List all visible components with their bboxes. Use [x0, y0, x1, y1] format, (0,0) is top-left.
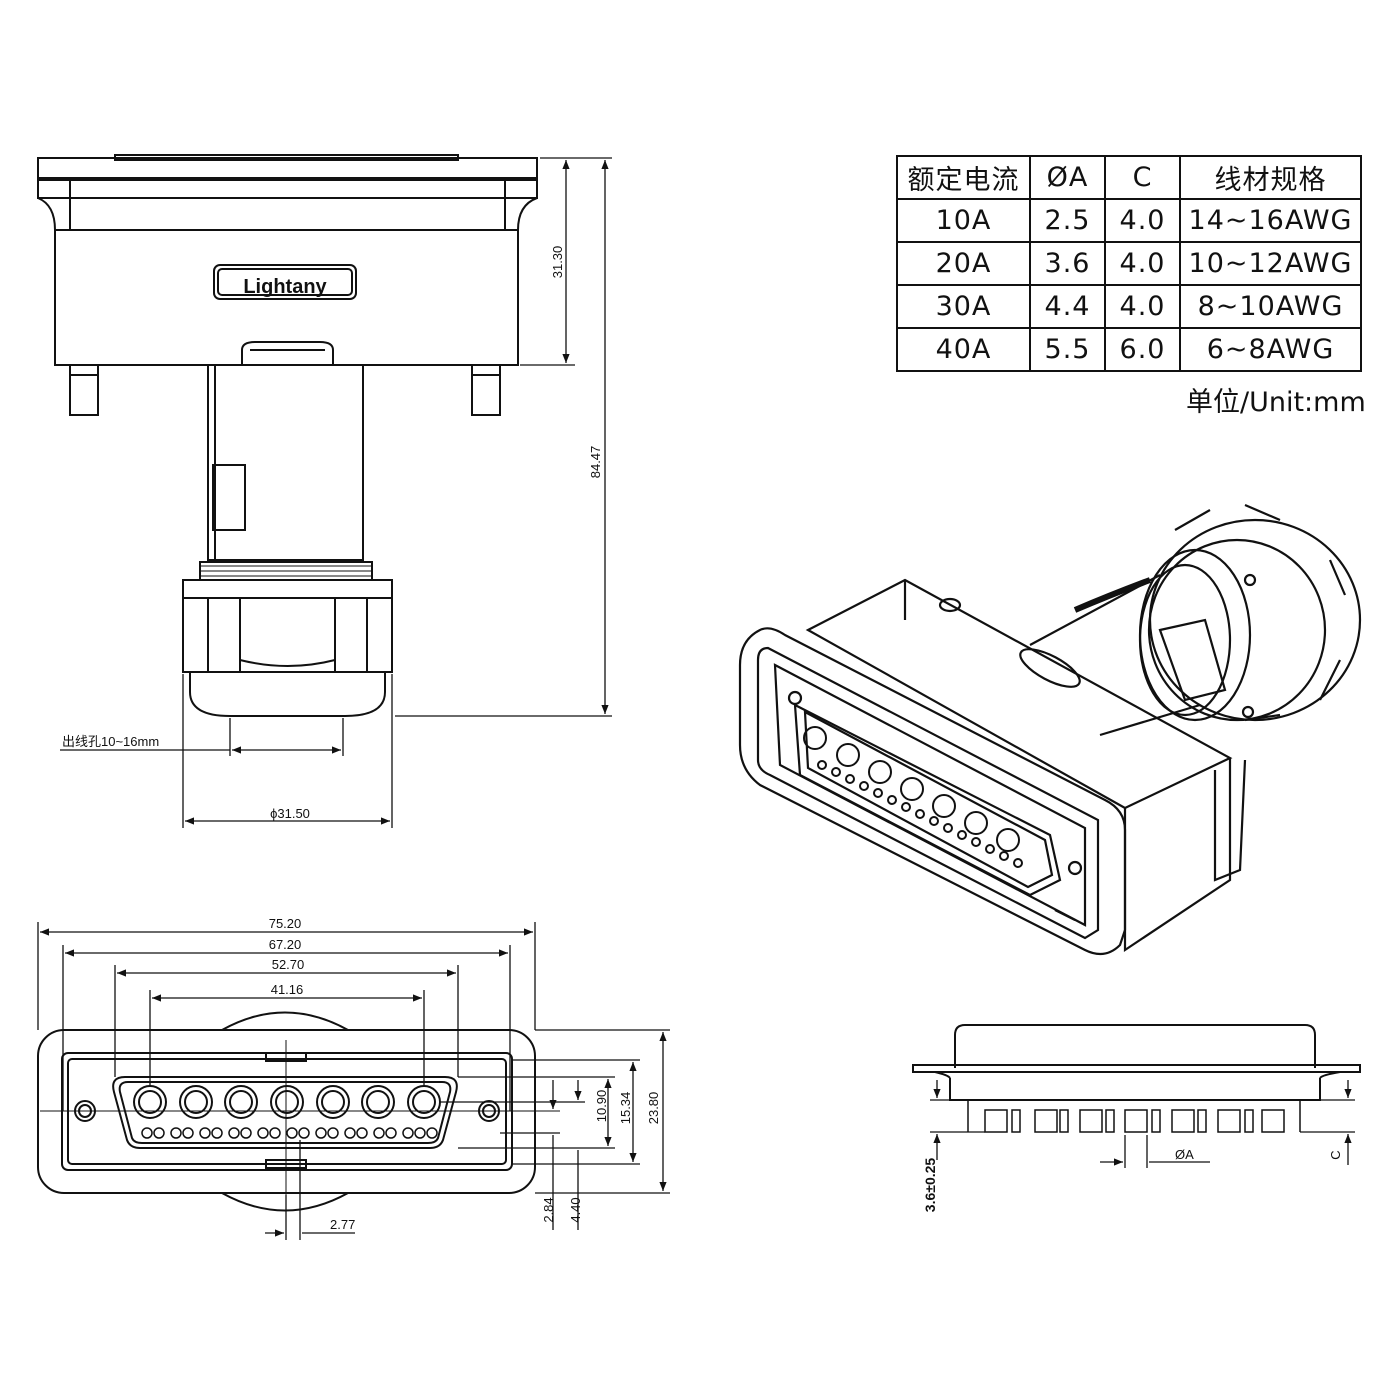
spec-cell: 6~8AWG	[1179, 327, 1362, 372]
spec-cell: 2.5	[1029, 198, 1106, 243]
spec-header-diameter: ØA	[1029, 155, 1106, 200]
dim-total-height: 84.47	[588, 446, 603, 479]
front-view-dimensions	[37, 922, 670, 1240]
dim-nut-diameter: ϕ31.50	[270, 806, 310, 821]
dim-offset-4-40: 4.40	[568, 1197, 583, 1222]
spec-cell: 4.0	[1104, 284, 1181, 329]
table-row: 10A 2.5 4.0 14~16AWG	[896, 198, 1362, 243]
spec-cell: 8~10AWG	[1179, 284, 1362, 329]
dim-c-label: C	[1328, 1150, 1343, 1159]
dim-height-10-90: 10.90	[594, 1090, 609, 1123]
isometric-contacts	[803, 726, 1023, 868]
dim-mount-hole-spacing: 67.20	[269, 937, 302, 952]
spec-cell: 5.5	[1029, 327, 1106, 372]
spec-cell: 10~12AWG	[1179, 241, 1362, 286]
table-row: 20A 3.6 4.0 10~12AWG	[896, 241, 1362, 286]
spec-table: 额定电流 ØA C 线材规格 10A 2.5 4.0 14~16AWG 20A …	[896, 155, 1362, 372]
spec-cell: 20A	[896, 241, 1031, 286]
table-row: 40A 5.5 6.0 6~8AWG	[896, 327, 1362, 372]
dim-shell-width: 52.70	[272, 957, 305, 972]
spec-cell: 14~16AWG	[1179, 198, 1362, 243]
power-contacts	[133, 1085, 441, 1119]
dim-height-15-34: 15.34	[618, 1092, 633, 1125]
isometric-view	[738, 503, 1362, 956]
unit-note: 单位/Unit:mm	[1186, 387, 1366, 418]
dim-pin-diameter-label: ØA	[1175, 1147, 1194, 1162]
dim-height-23-80: 23.80	[646, 1092, 661, 1125]
table-row: 30A 4.4 4.0 8~10AWG	[896, 284, 1362, 329]
dim-side-body-height: 31.30	[550, 246, 565, 279]
dim-pin-length-tolerance: 3.6±0.25	[922, 1158, 938, 1213]
side-view-dimensions	[60, 157, 612, 828]
side-view	[37, 154, 538, 717]
spec-cell: 40A	[896, 327, 1031, 372]
spec-header-current: 额定电流	[896, 155, 1031, 200]
bottom-side-view	[912, 1024, 1361, 1133]
spec-cell: 4.0	[1104, 198, 1181, 243]
signal-contacts	[141, 1127, 438, 1139]
dim-pin-span: 41.16	[271, 982, 304, 997]
spec-table-header-row: 额定电流 ØA C 线材规格	[896, 155, 1362, 200]
spec-cell: 10A	[896, 198, 1031, 243]
spec-header-wire-spec: 线材规格	[1179, 155, 1362, 200]
dim-offset-2-84: 2.84	[541, 1197, 556, 1222]
spec-cell: 6.0	[1104, 327, 1181, 372]
spec-cell: 30A	[896, 284, 1031, 329]
brand-logo-text: Lightany	[243, 276, 327, 298]
spec-header-c: C	[1104, 155, 1181, 200]
bottom-side-dimensions	[930, 1080, 1355, 1168]
front-view	[37, 1011, 560, 1240]
spec-cell: 4.4	[1029, 284, 1106, 329]
dim-pitch-2-77: 2.77	[330, 1217, 355, 1232]
spec-cell: 3.6	[1029, 241, 1106, 286]
dim-overall-width: 75.20	[269, 916, 302, 931]
dim-cable-hole: 出线孔10~16mm	[62, 734, 159, 749]
spec-cell: 4.0	[1104, 241, 1181, 286]
